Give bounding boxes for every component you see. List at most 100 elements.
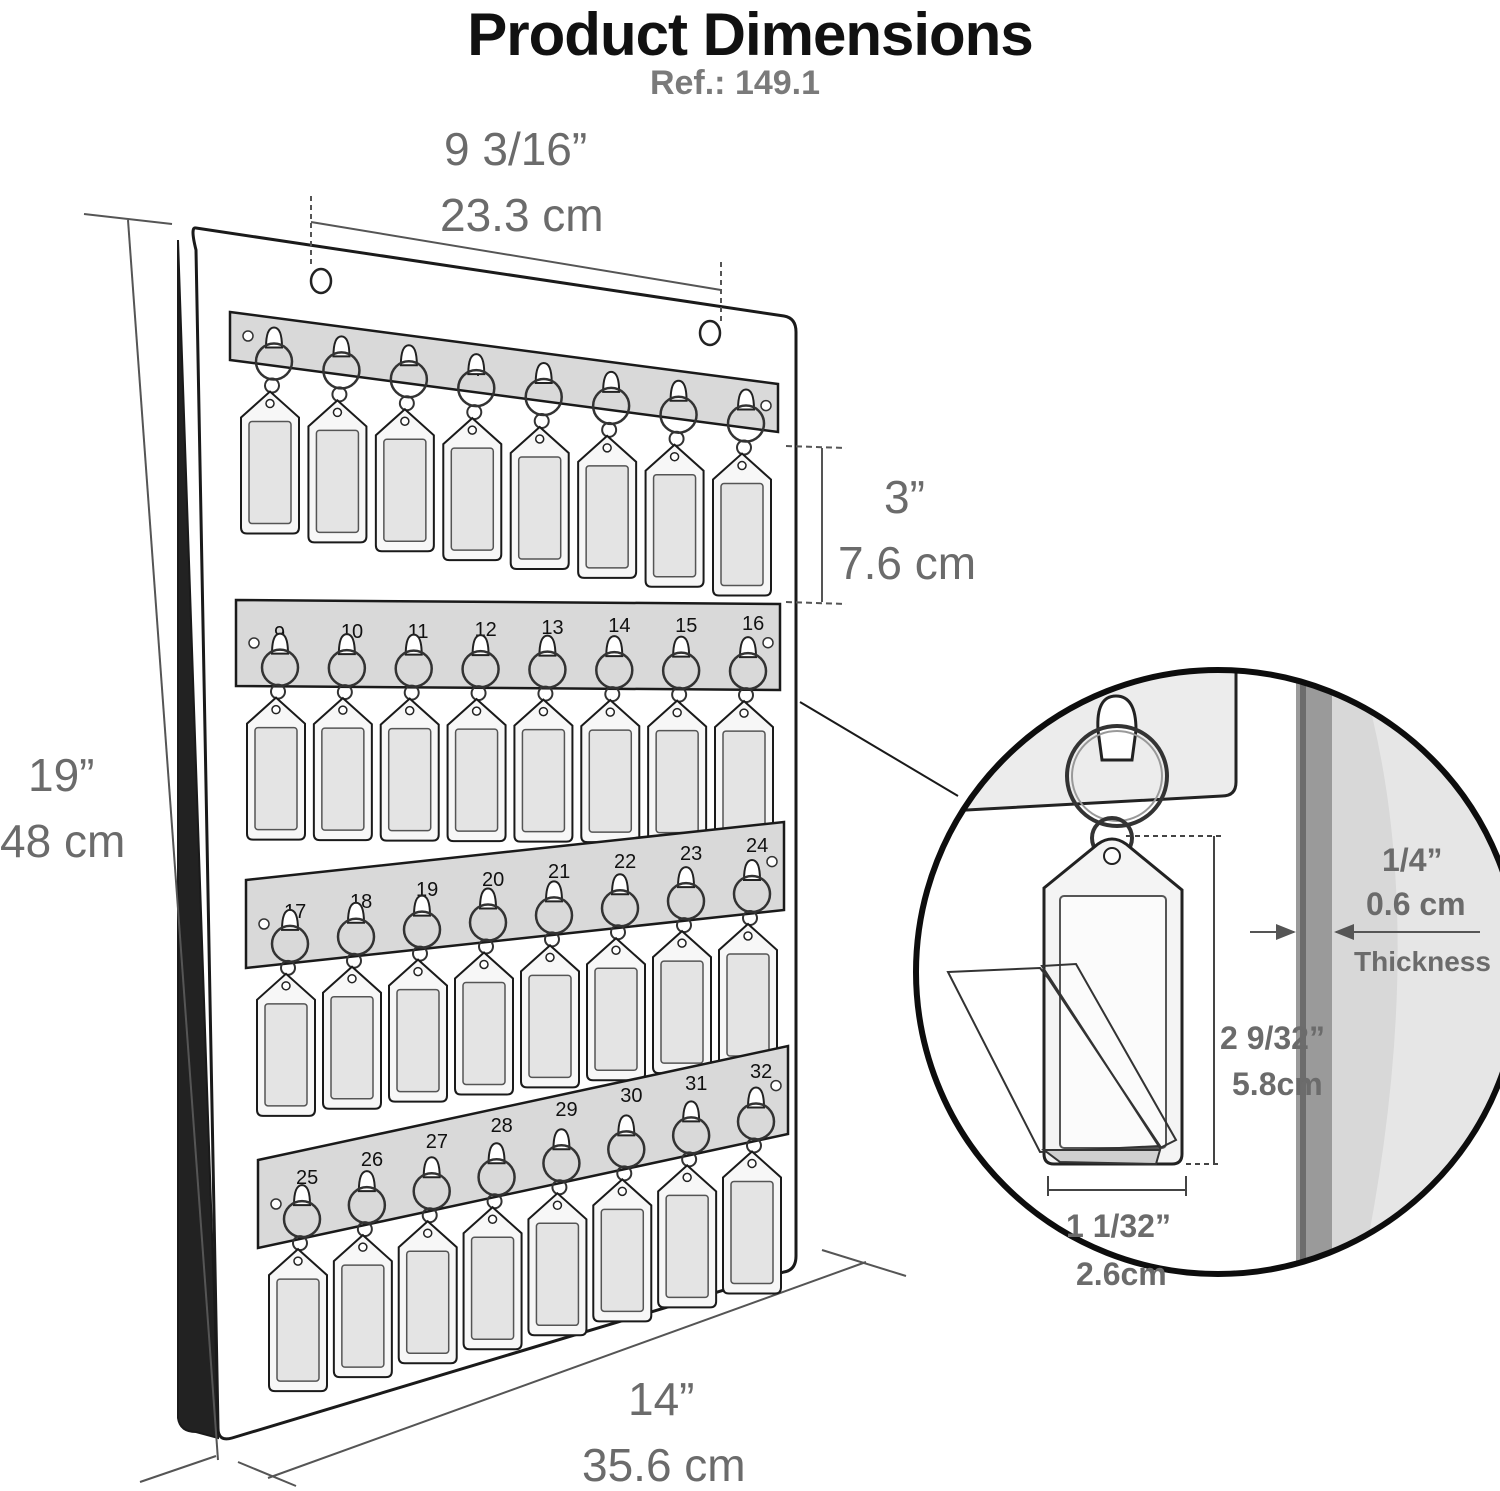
thickness-metric: 0.6 cm: [1366, 886, 1466, 922]
key-tag-insert: [315, 429, 360, 534]
key-hook: [422, 1156, 441, 1179]
key-tag-insert: [722, 730, 766, 834]
key-tag-hole: [611, 945, 621, 955]
key-hook: [669, 379, 688, 402]
key-hook: [544, 880, 564, 903]
key-hook: [404, 633, 423, 656]
hook-number: 28: [491, 1115, 513, 1137]
key-tag-insert: [387, 727, 432, 832]
key-tag-insert: [600, 1208, 645, 1313]
hook-number: 20: [482, 869, 504, 891]
hook-number: 32: [750, 1061, 772, 1083]
hook-number: 21: [548, 861, 570, 883]
key-hook: [292, 1184, 312, 1207]
key-hook: [672, 635, 691, 658]
key-hook: [487, 1142, 506, 1165]
height-imperial: 19”: [28, 749, 95, 801]
key-tag-hole: [422, 1228, 433, 1238]
key-strip-row: 12345678: [228, 310, 780, 597]
key-tag-hole: [602, 443, 612, 453]
key-hook: [605, 635, 624, 658]
zoom-leader-line: [799, 701, 959, 797]
mount-hole-right: [698, 319, 722, 347]
key-hook: [738, 636, 758, 659]
tag-width-metric: 2.6cm: [1076, 1256, 1167, 1292]
key-hook: [357, 1170, 376, 1193]
key-tag-hole: [293, 1256, 303, 1266]
key-hook: [538, 634, 557, 657]
key-tag-hole: [413, 966, 423, 977]
key-tag-insert: [470, 1236, 515, 1340]
key-tag-insert: [330, 995, 374, 1100]
key-tag-insert: [521, 728, 566, 833]
key-tag-insert: [454, 728, 499, 832]
key-tag-insert: [462, 981, 506, 1086]
hook-number: 25: [296, 1167, 318, 1189]
key-tag-hole: [605, 707, 616, 717]
key-tag-hole: [358, 1242, 368, 1252]
hook-number: 26: [361, 1149, 383, 1171]
key-tag-insert: [660, 960, 704, 1064]
width-imperial: 14”: [628, 1373, 695, 1425]
key-strip: [244, 820, 786, 970]
key-tag-insert: [535, 1222, 580, 1327]
key-tag-hole: [682, 1172, 692, 1183]
key-hook: [346, 901, 366, 924]
screw-icon: [760, 399, 772, 412]
key-tag-insert: [665, 1194, 709, 1299]
key-hook: [534, 361, 553, 384]
screw-icon: [766, 855, 778, 868]
key-hook: [332, 335, 351, 358]
key-tag-insert: [517, 456, 562, 560]
key-tag-insert: [248, 420, 292, 525]
key-strip-row: 1718192021222324: [244, 820, 786, 1117]
tag-height-metric: 5.8cm: [1232, 1066, 1323, 1102]
hole-spacing-imperial: 9 3/16”: [444, 123, 588, 175]
key-hook: [617, 1114, 636, 1137]
key-tag-hole: [338, 705, 348, 715]
screw-icon: [762, 636, 774, 649]
key-tag-hole: [747, 1158, 757, 1169]
hook-number: 30: [620, 1085, 642, 1107]
key-tag-hole: [534, 434, 545, 444]
key-hook: [478, 887, 498, 910]
key-hook: [467, 353, 486, 376]
key-tag-hole: [545, 952, 555, 963]
hook-number: 13: [541, 617, 563, 639]
board-edge: [177, 239, 219, 1440]
key-hook: [552, 1128, 571, 1151]
key-tag-insert: [383, 438, 427, 543]
key-hook: [412, 894, 432, 917]
key-strip: [228, 310, 780, 434]
key-hook: [736, 388, 756, 411]
key-tag-insert: [730, 1180, 774, 1285]
key-hook: [746, 1086, 766, 1109]
key-tag-hole: [487, 1214, 498, 1224]
key-hook: [610, 873, 630, 896]
key-tag-hole: [471, 706, 482, 716]
key-tag-hole: [538, 706, 549, 717]
hole-spacing-metric: 23.3 cm: [440, 189, 604, 241]
key-tag-insert: [405, 1250, 450, 1354]
key-hook: [280, 908, 300, 931]
key-hook: [270, 632, 290, 655]
key-tag-hole: [743, 931, 753, 941]
key-hook: [264, 326, 284, 349]
key-hook: [471, 634, 490, 657]
key-hook: [602, 370, 621, 393]
key-tag-insert: [726, 953, 770, 1057]
key-tag-hole: [737, 460, 747, 471]
hook-number: 24: [746, 835, 768, 857]
key-tag-insert: [720, 482, 764, 587]
key-tag-hole: [467, 425, 478, 435]
key-tag-insert: [588, 729, 633, 833]
key-tag-insert: [655, 729, 699, 834]
hook-number: 15: [675, 615, 697, 637]
key-tag-hole: [669, 451, 680, 462]
thickness-label: Thickness: [1354, 946, 1491, 977]
hook-number: 14: [608, 615, 630, 637]
mount-hole-left: [309, 267, 333, 295]
screw-icon: [242, 330, 254, 342]
hook-number: 31: [685, 1073, 707, 1095]
